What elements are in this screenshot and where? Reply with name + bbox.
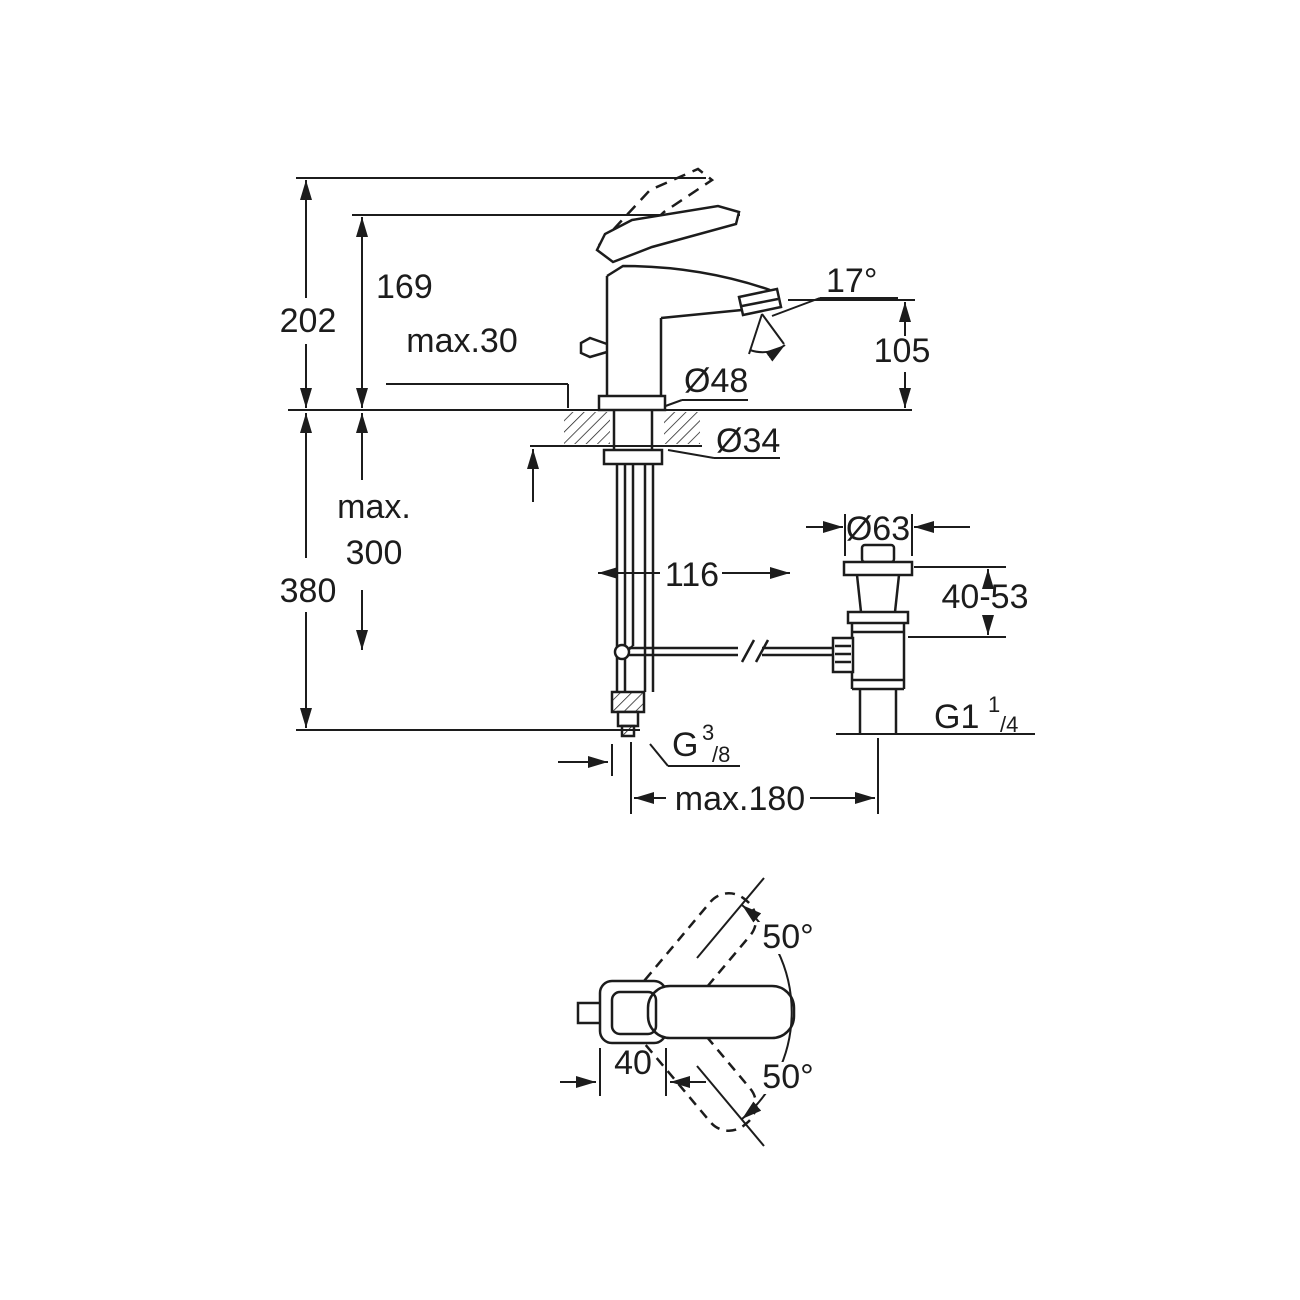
dim-max30-label: max.30: [406, 322, 518, 360]
label-backing: [758, 922, 818, 954]
popup-knob: [579, 336, 608, 359]
handle-base-inner: [610, 990, 658, 1036]
dim-202-label: 202: [280, 302, 337, 340]
dim-d63-label: Ø63: [846, 510, 910, 548]
spout-stub-top-view: [576, 1001, 604, 1025]
dimension-labels: 202 169 max.30 Ø48 17° 105 Ø34 max. 300 …: [280, 262, 1029, 1096]
dim-g114-sub-label: /4: [1000, 712, 1018, 737]
handle-grip-top-view: [646, 984, 796, 1040]
dim-300-label: 300: [346, 534, 403, 572]
faucet-front-view: [564, 167, 832, 738]
dim-169-label: 169: [376, 268, 433, 306]
dim-40-label: 40: [614, 1044, 652, 1082]
deck-hatch-left: [564, 412, 610, 444]
dim-380-label: 380: [280, 572, 337, 610]
label-backing: [758, 1062, 818, 1094]
dim-105-label: 105: [874, 332, 931, 370]
dim-g38-base-label: G: [672, 726, 698, 764]
dim-50deg-bottom-label: 50°: [762, 1058, 813, 1096]
deck-hatch-right: [664, 412, 700, 444]
dim-max-word-label: max.: [337, 488, 411, 526]
dim-g38-sub-label: /8: [712, 742, 730, 767]
waste-clamp-flange: [846, 610, 910, 625]
dim-40-53-label: 40-53: [942, 578, 1029, 616]
popup-waste-assembly: [831, 543, 914, 734]
faucet-base: [597, 394, 667, 412]
dim-50deg-top-label: 50°: [762, 918, 813, 956]
rod-ball-joint: [613, 643, 631, 661]
dim-d34-label: Ø34: [716, 422, 780, 460]
dim-g114-sup-label: 1: [988, 692, 1000, 717]
dim-g114-base-label: G1: [934, 698, 979, 736]
dim-max180-label: max.180: [675, 780, 805, 818]
dim-116-label: 116: [665, 556, 719, 594]
waste-flange: [842, 560, 914, 577]
dim-g38-sup-label: 3: [702, 720, 714, 745]
dim-17deg-label: 17°: [826, 262, 877, 300]
lever-handle: [595, 204, 741, 264]
handle-top-view: [560, 877, 818, 1147]
mounting-nut: [602, 448, 664, 466]
hose-connector: [610, 690, 646, 714]
dim-d48-label: Ø48: [684, 362, 748, 400]
